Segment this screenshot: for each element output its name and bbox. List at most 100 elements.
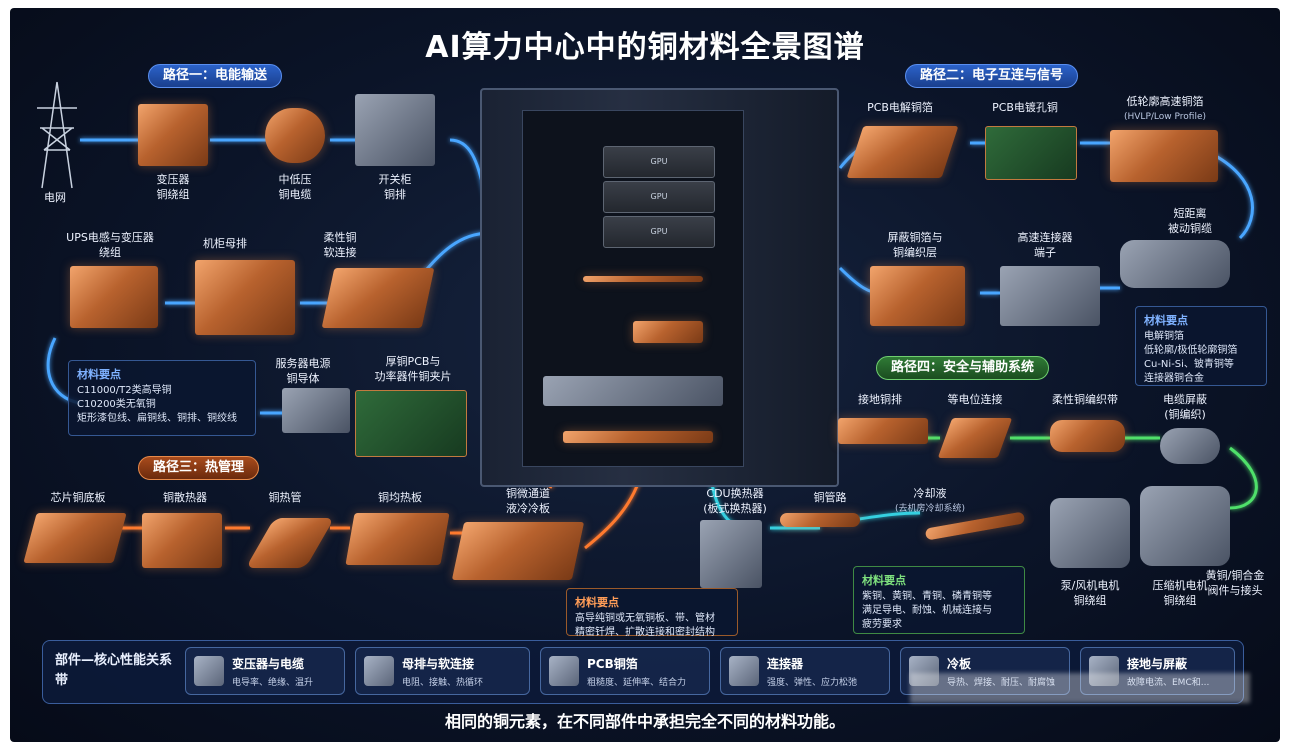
shield-label-2: 铜编织层 [893, 246, 937, 259]
band-cell-title: 连接器 [767, 657, 804, 671]
pipe-label: 铜管路 [813, 491, 847, 504]
rack-inner: GPU GPU GPU [522, 110, 744, 467]
power-material-line: C11000/T2类高导铜 [77, 385, 172, 396]
coldplate-image [451, 522, 585, 580]
foil-label: PCB电解铜箔 [867, 101, 933, 114]
pumpmotor-label-1: 泵/风机电机 [1060, 579, 1120, 592]
pcb-foil-icon [549, 656, 579, 686]
hvlp-label-2: (HVLP/Low Profile) [1124, 112, 1206, 122]
power-material-line: C10200类无氧铜 [77, 399, 156, 410]
safety-material-heading: 材料要点 [862, 574, 906, 587]
cdu-label-2: (板式换热器) [703, 502, 767, 515]
flex-label-2: 软连接 [323, 246, 357, 259]
band-cell-sub: 导热、焊接、耐压、耐腐蚀 [947, 678, 1056, 688]
coldplate-label-2: 液冷冷板 [506, 502, 550, 515]
signal-material-line: 连接器铜合金 [1144, 373, 1204, 384]
rack-flex-cable [633, 321, 703, 343]
cdu-label-1: CDU换热器 [706, 487, 764, 500]
path-two-label: 路径二：电子互连与信号 [905, 64, 1079, 88]
dac-label-1: 短距离 [1173, 207, 1207, 220]
gpu-card: GPU [603, 181, 715, 213]
ups-label-2: 绕组 [99, 246, 121, 259]
shield-label-1: 屏蔽铜箔与 [887, 231, 943, 244]
cableshield-label-2: (铜编织) [1164, 408, 1206, 421]
signal-material-box: 材料要点 电解铜箔 低轮廓/极低轮廓铜箔 Cu-Ni-Si、铍青铜等 连接器铜合… [1135, 306, 1267, 386]
copper-cable-image [265, 108, 325, 163]
signal-material-line: 电解铜箔 [1144, 331, 1184, 342]
braid-label: 柔性铜编织带 [1052, 393, 1118, 406]
pump-motor-image [1050, 498, 1130, 568]
rack-manifold [563, 431, 713, 443]
valve-label-1: 黄铜/铜合金 [1205, 569, 1265, 582]
power-flow-line [46, 138, 492, 415]
watermark-overlay [910, 673, 1250, 703]
cable-label-1: 中低压 [278, 173, 312, 186]
ground-bar-image [838, 418, 928, 444]
hvlp-label-1: 低轮廓高速铜箔 [1126, 95, 1204, 108]
coolant-label-2: (去机房冷却系统) [894, 504, 966, 514]
band-title: 部件—核心性能关系带 [55, 653, 173, 688]
switchgear-label-1: 开关柜 [378, 173, 412, 186]
flex-connector-image [321, 268, 435, 328]
heatsink-label: 铜散热器 [163, 491, 207, 504]
via-plating-image [985, 126, 1077, 180]
performance-band: 部件—核心性能关系带 变压器与电缆 电导率、绝缘、温升 母排与软连接 电阻、接触… [42, 640, 1244, 704]
power-tower-icon [37, 81, 77, 189]
vaporchamber-image [345, 513, 450, 565]
safety-material-line: 满足导电、耐蚀、机械连接与 [862, 605, 992, 616]
band-cell-title: 冷板 [947, 657, 972, 671]
band-cell-coldplate: 冷板 导热、焊接、耐压、耐腐蚀 [900, 647, 1070, 695]
band-cell-sub: 故障电流、EMC和... [1127, 678, 1210, 688]
dac-cable-image [1120, 240, 1230, 288]
rack-busbar [583, 276, 703, 282]
band-cell-title: 变压器与电缆 [232, 657, 305, 671]
footer-caption: 相同的铜元素，在不同部件中承担完全不同的材料功能。 [444, 712, 845, 731]
power-material-heading: 材料要点 [77, 368, 121, 381]
coldplate-icon [909, 656, 939, 686]
thickpcb-label-2: 功率器件铜夹片 [374, 370, 452, 383]
coolant-label-1: 冷却液 [913, 487, 947, 500]
cable-label-2: 铜电缆 [278, 188, 312, 201]
equipotential-label: 等电位连接 [947, 393, 1003, 406]
compressor-motor-image [1140, 486, 1230, 566]
thickpcb-label-1: 厚铜PCB与 [385, 355, 441, 368]
busbar-image [195, 260, 295, 335]
thickpcb-image [355, 390, 467, 457]
band-cell-busbar: 母排与软连接 电阻、接触、热循环 [355, 647, 530, 695]
plating-label: PCB电镀孔铜 [992, 101, 1058, 114]
band-cell-sub: 强度、弹性、应力松弛 [767, 678, 858, 688]
gpu-card: GPU [603, 146, 715, 178]
dac-label-2: 被动铜缆 [1168, 222, 1212, 235]
power-material-line: 矩形漆包线、扁铜线、铜排、铜绞线 [77, 413, 237, 424]
valve-label-2: 阀件与接头 [1207, 584, 1263, 597]
ground-label: 接地铜排 [858, 393, 902, 406]
shield-braid-image [870, 266, 965, 326]
busbar-icon [364, 656, 394, 686]
band-cell-grounding: 接地与屏蔽 故障电流、EMC和... [1080, 647, 1235, 695]
heatsink-image [142, 513, 222, 568]
path-one-label: 路径一：电能输送 [148, 64, 283, 88]
transformer-label-1: 变压器 [156, 173, 190, 186]
transformer-image [138, 104, 208, 166]
coil-icon [194, 656, 224, 686]
band-cell-title: 母排与软连接 [402, 657, 475, 671]
band-cell-sub: 电导率、绝缘、温升 [232, 678, 314, 688]
heatpipe-label: 铜热管 [268, 491, 302, 504]
pcb-foil-image [846, 126, 959, 178]
band-cell-transformer: 变压器与电缆 电导率、绝缘、温升 [185, 647, 345, 695]
switchgear-image [355, 94, 435, 166]
band-cell-sub: 电阻、接触、热循环 [402, 678, 484, 688]
coldplate-label-1: 铜微通道 [506, 487, 550, 500]
cableshield-label-1: 电缆屏蔽 [1163, 393, 1207, 406]
ups-inductor-image [70, 266, 158, 328]
connector-label-1: 高速连接器 [1017, 231, 1073, 244]
path-three-label: 路径三：热管理 [138, 456, 260, 480]
path-four-label: 路径四：安全与辅助系统 [876, 356, 1050, 380]
signal-material-line: 低轮廓/极低轮廓铜箔 [1144, 345, 1238, 356]
band-cell-connector: 连接器 强度、弹性、应力松弛 [720, 647, 890, 695]
switchgear-label-2: 铜排 [384, 188, 406, 201]
thermal-material-line: 精密钎焊、扩散连接和密封结构 [575, 627, 715, 638]
thermal-flow-line [120, 387, 642, 550]
safety-material-box: 材料要点 紫铜、黄铜、青铜、磷青铜等 满足导电、耐蚀、机械连接与 疲劳要求 [853, 566, 1025, 634]
power-material-box: 材料要点 C11000/T2类高导铜 C10200类无氧铜 矩形漆包线、扁铜线、… [68, 360, 256, 436]
